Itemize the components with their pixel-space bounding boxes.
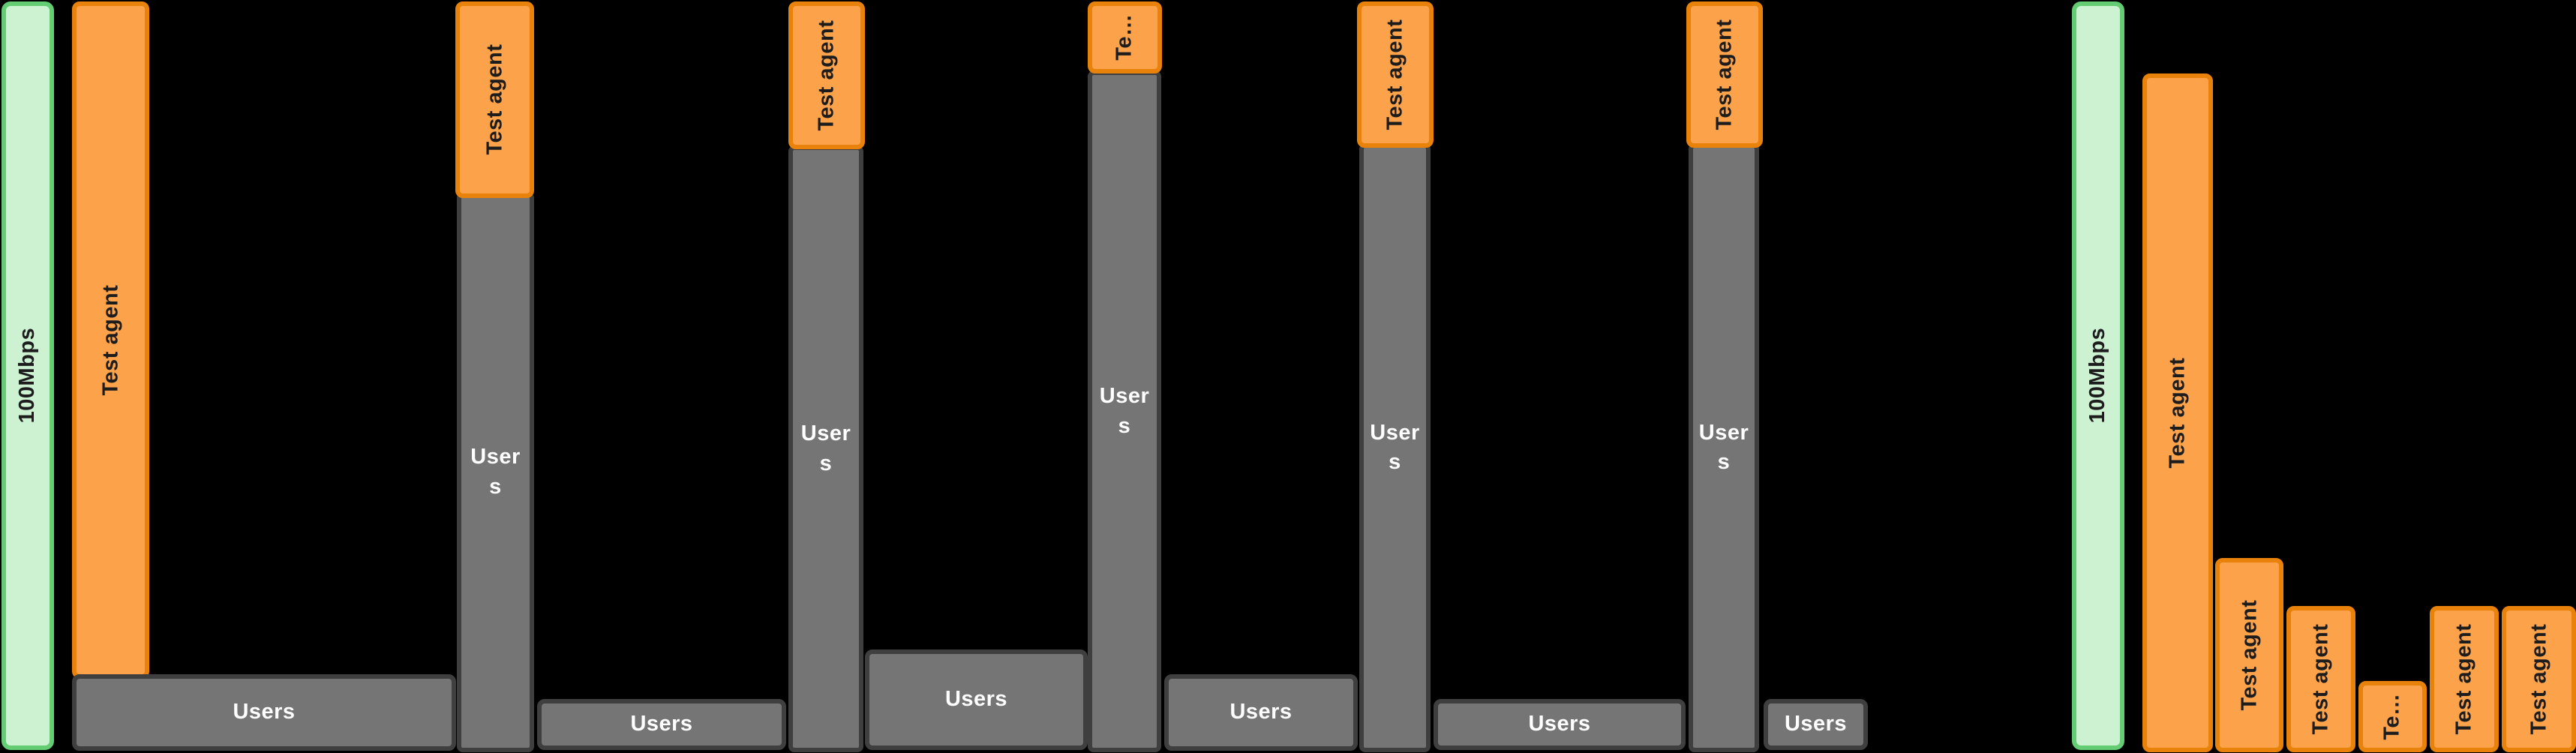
- users-row-3-label: Users: [944, 687, 1008, 712]
- test-agent-col-4-label: Test agent: [1383, 19, 1407, 130]
- test-agent-main-left-label: Test agent: [98, 284, 122, 396]
- capacity-bar-right: 100Mbps: [2072, 2, 2124, 750]
- test-agent-main-left: Test agent: [72, 2, 149, 679]
- users-col-5-label: Users: [1698, 420, 1749, 474]
- test-agent-col-3: Te…: [1088, 2, 1162, 74]
- users-col-2: Users: [788, 146, 863, 752]
- users-col-1: Users: [457, 192, 534, 752]
- users-row-2: Users: [537, 699, 786, 750]
- test-agent-right-2-label: Test agent: [2236, 599, 2261, 711]
- users-row-5-label: Users: [1528, 712, 1591, 736]
- capacity-bar-right-label: 100Mbps: [2085, 328, 2110, 424]
- users-row-5: Users: [1434, 699, 1686, 750]
- users-row-6-label: Users: [1784, 712, 1848, 736]
- test-agent-right-main-label: Test agent: [2165, 357, 2190, 469]
- test-agent-right-3-label: Test agent: [2308, 623, 2333, 735]
- test-agent-right-main: Test agent: [2142, 74, 2213, 752]
- users-row-3: Users: [865, 650, 1088, 750]
- test-agent-right-3: Test agent: [2286, 606, 2355, 752]
- users-col-5: Users: [1689, 143, 1759, 752]
- users-row-2-label: Users: [630, 712, 693, 736]
- test-agent-col-5: Test agent: [1686, 2, 1763, 148]
- test-agent-col-2: Test agent: [788, 2, 865, 149]
- test-agent-col-4: Test agent: [1357, 2, 1434, 148]
- test-agent-right-5: Test agent: [2430, 606, 2499, 752]
- test-agent-right-6: Test agent: [2502, 606, 2576, 752]
- users-row-4: Users: [1164, 674, 1358, 751]
- test-agent-right-2: Test agent: [2215, 558, 2283, 752]
- test-agent-col-2-label: Test agent: [814, 20, 839, 131]
- users-row-4-label: Users: [1229, 700, 1293, 724]
- test-agent-right-4: Te…: [2358, 681, 2427, 752]
- users-row-1-label: Users: [233, 700, 296, 724]
- users-row-1: Users: [72, 674, 456, 751]
- test-agent-col-1: Test agent: [455, 2, 534, 198]
- users-col-2-label: Users: [800, 422, 851, 476]
- users-col-4-label: Users: [1370, 420, 1420, 474]
- users-col-3: Users: [1088, 70, 1161, 752]
- users-col-3-label: Users: [1099, 384, 1150, 438]
- users-col-1-label: Users: [470, 445, 521, 499]
- users-row-6: Users: [1764, 699, 1868, 750]
- test-agent-right-6-label: Test agent: [2526, 623, 2550, 735]
- users-col-4: Users: [1359, 143, 1431, 752]
- test-agent-right-4-label: Te…: [2379, 693, 2404, 740]
- capacity-bar-left: 100Mbps: [2, 2, 54, 750]
- test-agent-col-3-label: Te…: [1112, 14, 1136, 62]
- test-agent-col-5-label: Test agent: [1712, 19, 1737, 130]
- capacity-bar-left-label: 100Mbps: [15, 328, 40, 424]
- test-agent-col-1-label: Test agent: [482, 44, 506, 155]
- test-agent-right-5-label: Test agent: [2451, 623, 2476, 735]
